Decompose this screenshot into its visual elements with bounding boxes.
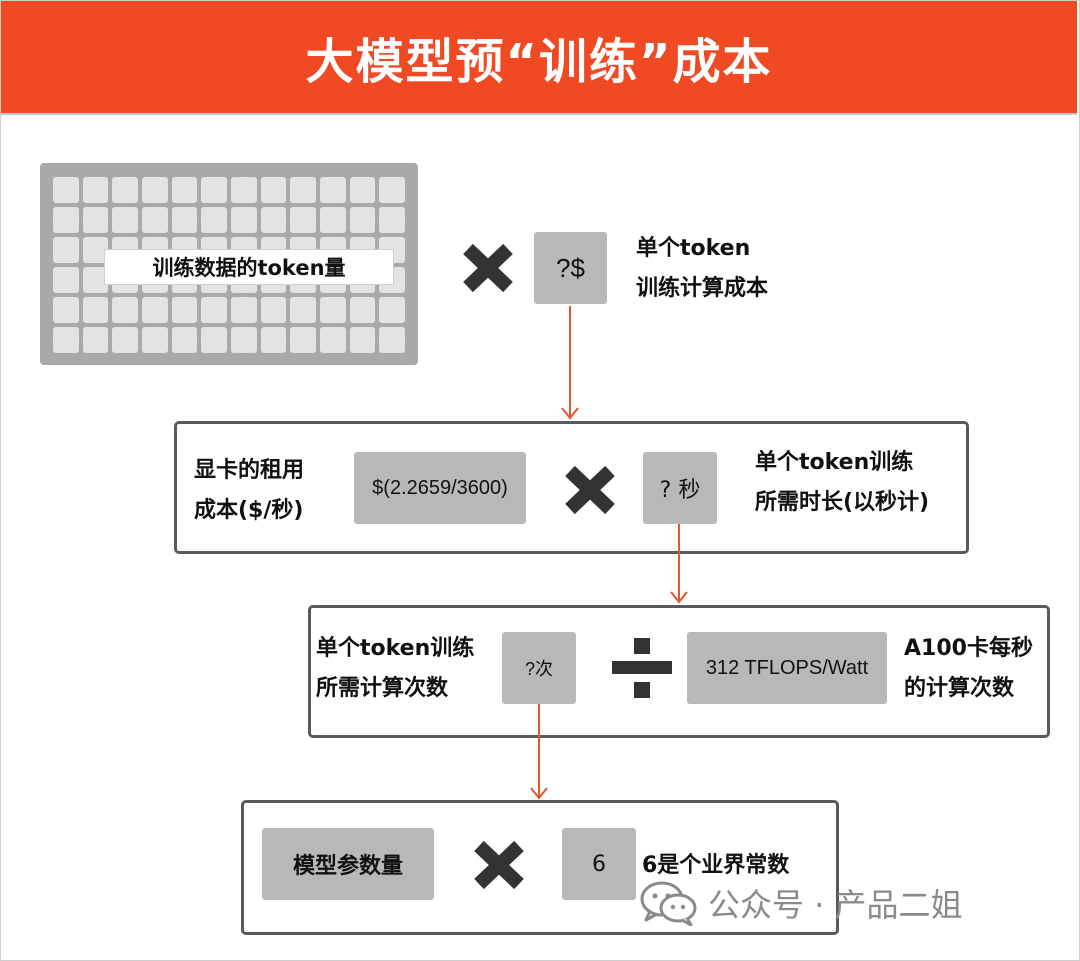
grid-cell (290, 177, 316, 203)
a100-throughput-label-line1: A100卡每秒 (904, 636, 1033, 661)
watermark-text: 公众号 · 产品二姐 (708, 886, 963, 924)
grid-cell (82, 297, 109, 323)
grid-cell (201, 327, 227, 353)
seconds-per-token-chip: ? 秒 (643, 452, 717, 524)
gpu-rental-rate-chip: $(2.2659/3600) (354, 452, 526, 524)
token-grid: 训练数据的token量 (40, 163, 418, 365)
grid-cell (171, 297, 198, 323)
grid-cell (141, 297, 168, 323)
a100-throughput-label-line2: 的计算次数 (904, 676, 1015, 701)
token-count-label: 训练数据的token量 (104, 249, 394, 285)
grid-cell (379, 327, 405, 353)
gpu-cost-stage (174, 421, 969, 554)
ops-per-token-label-line2: 所需计算次数 (316, 676, 449, 701)
page-title: 大模型预“训练”成本 (305, 34, 773, 90)
compute-count-stage (308, 605, 1050, 738)
cost-per-token-chip: ?$ (534, 232, 607, 304)
time-per-token-label-line2: 所需时长(以秒计) (755, 490, 930, 515)
arrow-down-icon (561, 306, 579, 420)
grid-cell (260, 297, 287, 323)
grid-cell (201, 297, 227, 323)
grid-cell (171, 327, 198, 353)
grid-cell (112, 297, 138, 323)
title-banner: 大模型预“训练”成本 (1, 1, 1077, 115)
watermark: 公众号 · 产品二姐 (640, 880, 963, 926)
cost-per-token-desc-line1: 单个token (636, 236, 751, 261)
grid-cell (349, 207, 376, 233)
grid-cell (319, 207, 346, 233)
grid-cell (53, 267, 79, 293)
arrow-down-icon (530, 704, 548, 800)
grid-cell (53, 177, 79, 203)
grid-cell (141, 327, 168, 353)
arrow-down-icon (670, 524, 688, 604)
grid-cell (319, 297, 346, 323)
grid-cell (230, 207, 257, 233)
grid-cell (82, 177, 109, 203)
grid-cell (349, 327, 376, 353)
grid-cell (290, 327, 316, 353)
grid-cell (141, 207, 168, 233)
wechat-icon (640, 881, 697, 926)
grid-cell (171, 207, 198, 233)
gpu-rental-label-line2: 成本($/秒) (194, 498, 304, 523)
grid-cell (230, 327, 257, 353)
multiply-icon (565, 465, 615, 515)
grid-cell (171, 177, 198, 203)
grid-cell (112, 207, 138, 233)
grid-cell (290, 207, 316, 233)
grid-cell (230, 297, 257, 323)
grid-cell (53, 327, 79, 353)
grid-cell (112, 177, 138, 203)
grid-cell (260, 207, 287, 233)
grid-cell (53, 297, 79, 323)
grid-cell (379, 297, 405, 323)
grid-cell (53, 237, 79, 263)
multiply-icon (463, 243, 513, 293)
divide-icon (612, 638, 672, 698)
grid-cell (379, 207, 405, 233)
grid-cell (319, 177, 346, 203)
grid-cell (141, 177, 168, 203)
grid-cell (379, 177, 405, 203)
cost-per-token-desc-line2: 训练计算成本 (636, 276, 769, 301)
grid-cell (82, 207, 109, 233)
time-per-token-label-line1: 单个token训练 (755, 450, 914, 475)
ops-count-chip: ?次 (502, 632, 576, 704)
model-params-chip: 模型参数量 (262, 828, 434, 900)
multiply-icon (474, 840, 524, 890)
gpu-rental-label-line1: 显卡的租用 (194, 458, 305, 483)
grid-cell (53, 207, 79, 233)
grid-cell (349, 177, 376, 203)
grid-cell (319, 327, 346, 353)
grid-cell (82, 327, 109, 353)
grid-cell (230, 177, 257, 203)
grid-cell (112, 327, 138, 353)
grid-cell (349, 297, 376, 323)
grid-cell (290, 297, 316, 323)
grid-cell (201, 177, 227, 203)
grid-cell (260, 177, 287, 203)
constant-six-chip: 6 (562, 828, 636, 900)
constant-six-label: 6是个业界常数 (642, 853, 790, 878)
ops-per-token-label-line1: 单个token训练 (316, 636, 475, 661)
grid-cell (260, 327, 287, 353)
gpu-throughput-chip: 312 TFLOPS/Watt (687, 632, 887, 704)
grid-cell (201, 207, 227, 233)
